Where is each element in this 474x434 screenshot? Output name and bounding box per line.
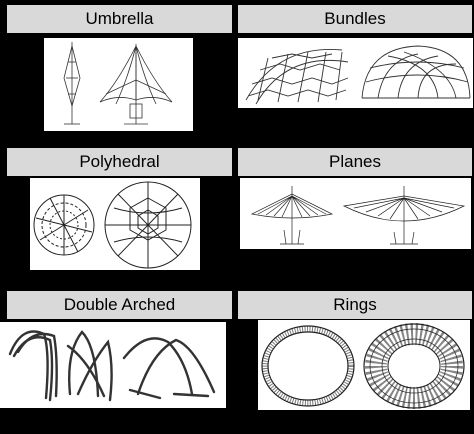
polyhedral-illustration [30,178,200,270]
panel-title-planes: Planes [238,148,472,176]
planes-illustration [240,178,471,249]
panel-title-polyhedral: Polyhedral [7,148,232,176]
panel-title-umbrella: Umbrella [7,5,232,33]
panel-title-double-arched: Double Arched [7,291,232,319]
panel-title-bundles: Bundles [238,5,472,33]
double-arched-illustration [0,322,226,408]
rings-illustration [258,320,470,410]
panel-title-rings: Rings [238,291,472,319]
umbrella-illustration [44,38,193,131]
bundles-illustration [238,38,473,108]
